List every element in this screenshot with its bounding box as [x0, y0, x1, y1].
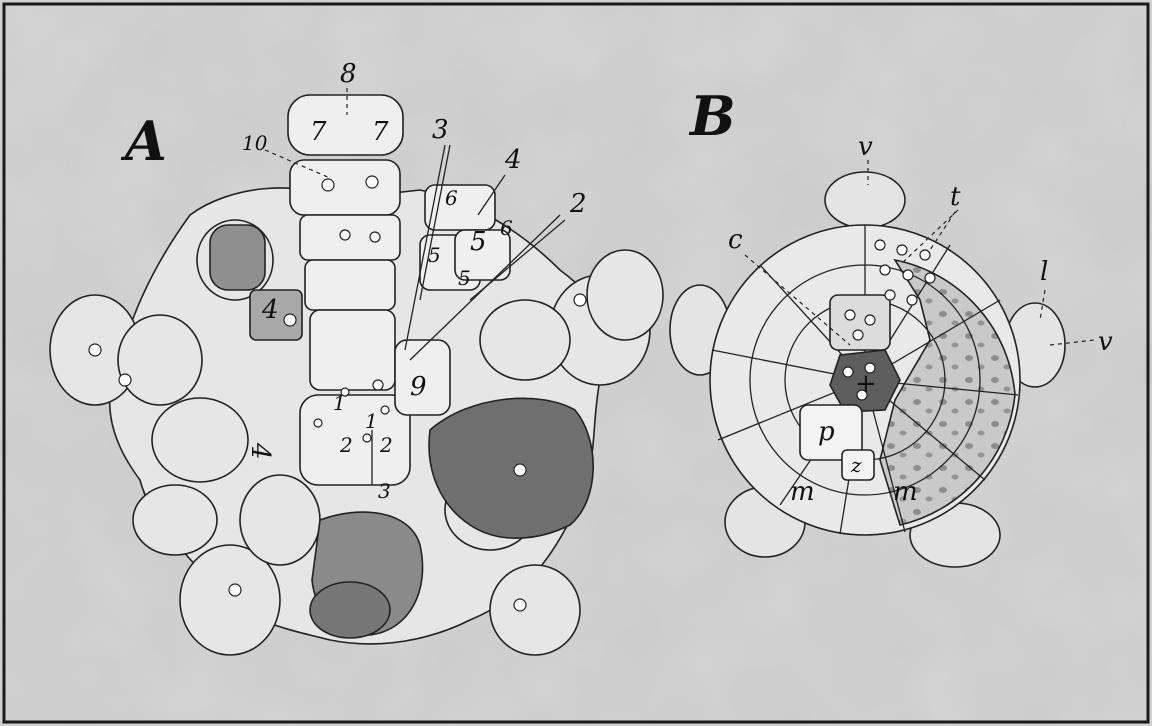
label-5-a: 5 — [470, 227, 487, 257]
panel-a-label: A — [120, 109, 167, 173]
label-6-left: 6 — [445, 186, 458, 210]
label-9: 9 — [410, 372, 427, 402]
label-3-top: 3 — [432, 115, 449, 145]
label-v-right: v — [1098, 327, 1113, 357]
panel-b-label: B — [688, 84, 736, 148]
label-t: t — [950, 182, 961, 212]
label-4-top: 4 — [504, 145, 522, 175]
label-z: z — [850, 453, 862, 477]
label-4-left: 4 — [261, 295, 279, 325]
label-1-a: 1 — [365, 409, 378, 433]
label-v-top: v — [858, 132, 873, 162]
label-5-c: 5 — [458, 266, 471, 290]
label-3-bottom: 3 — [378, 479, 391, 503]
label-1-b: 1 — [333, 391, 346, 415]
embryo-b-upper-cell — [830, 295, 890, 350]
label-6-right: 6 — [500, 216, 513, 240]
label-2-left: 2 — [339, 433, 353, 457]
label-2-mid: 2 — [379, 433, 393, 457]
label-10: 10 — [242, 131, 268, 155]
label-2-right: 2 — [569, 189, 587, 219]
label-m-right: m — [893, 477, 918, 507]
label-7-left: 7 — [310, 117, 327, 147]
label-7-right: 7 — [372, 117, 389, 147]
label-l: l — [1040, 257, 1048, 287]
label-c: c — [728, 225, 743, 255]
label-4-rotated: 4 — [245, 442, 275, 460]
label-p: p — [818, 417, 835, 447]
label-5-b: 5 — [428, 243, 441, 267]
label-8: 8 — [340, 59, 357, 89]
label-cross: + — [855, 369, 877, 399]
label-m-left: m — [790, 477, 815, 507]
